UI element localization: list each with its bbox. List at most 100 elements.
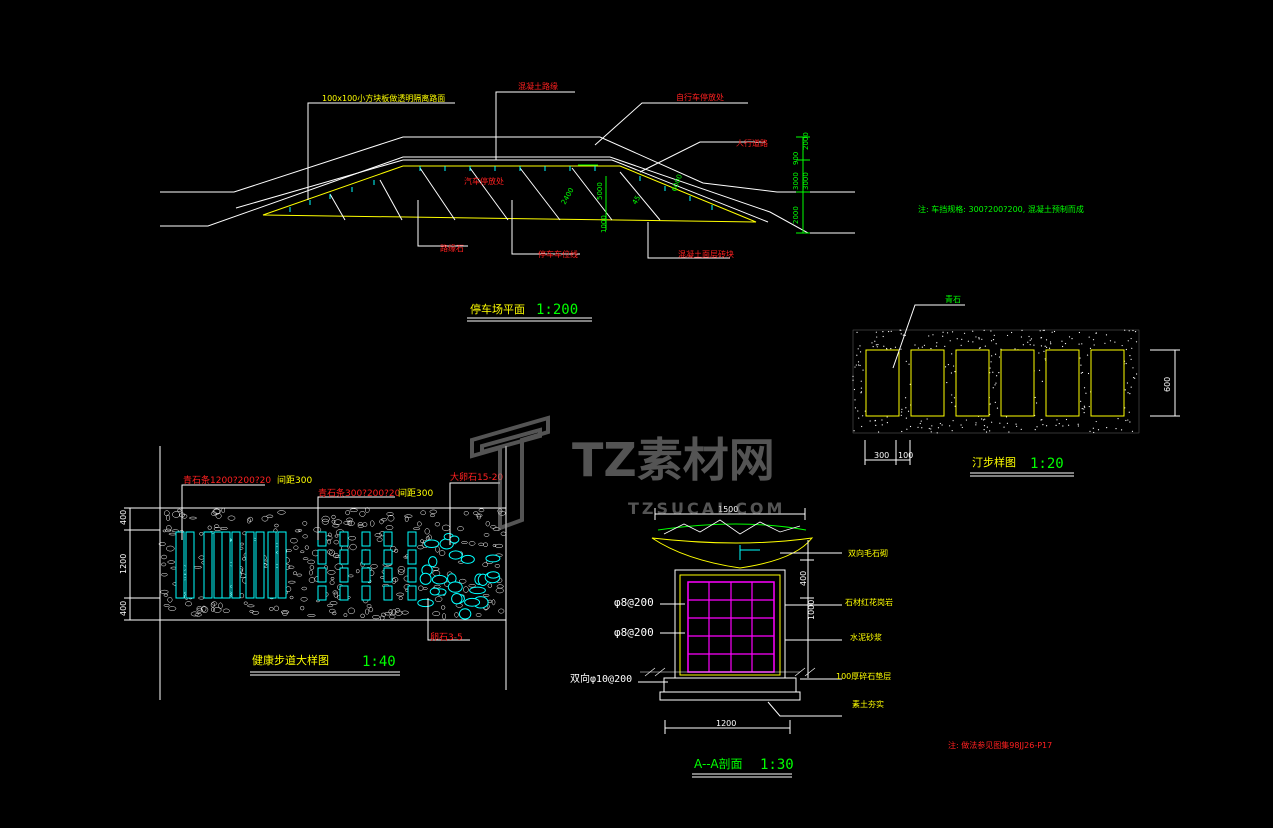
gravel-dot: [904, 397, 907, 399]
gravel-dot: [881, 424, 883, 426]
gravel-dot: [994, 384, 996, 386]
gravel-stone: [394, 608, 401, 613]
gravel-stone: [468, 584, 476, 588]
gravel-dot: [992, 338, 995, 341]
gravel-stone: [370, 564, 378, 569]
gravel-stone: [347, 607, 355, 615]
gravel-dot: [1092, 427, 1094, 429]
short-stone-block: [361, 567, 371, 583]
stones: [865, 349, 1125, 417]
gravel-dot: [881, 419, 883, 421]
watermark-logo-icon: [470, 415, 550, 531]
short-stone-block: [361, 531, 371, 547]
gravel-dot: [999, 422, 1001, 424]
section-aa: 1500 400 1000 1200 φ8@200 φ8@200 双向φ10@2…: [570, 505, 1052, 778]
gravel-dot: [1045, 346, 1048, 348]
gravel-dot: [994, 353, 997, 355]
gravel-stone: [454, 612, 459, 618]
gravel-stone: [293, 545, 299, 550]
pebble: [448, 550, 463, 560]
stone-title-block: 汀步样图 1:20: [970, 455, 1074, 477]
gravel-dot: [991, 421, 993, 423]
stepping-stone: [1045, 349, 1080, 417]
gravel-dot: [857, 361, 860, 363]
stepping-stone: [1000, 349, 1035, 417]
gravel-dot: [985, 431, 988, 433]
gravel-dot: [858, 417, 860, 419]
long-stone-bar: [185, 531, 195, 599]
gravel-stone: [461, 541, 468, 544]
gravel-dot: [872, 346, 874, 348]
gravel-stone: [331, 514, 336, 520]
gravel-dot: [877, 343, 879, 346]
gravel-stone: [161, 562, 167, 567]
gravel-stone: [381, 518, 387, 522]
gravel-dot: [1132, 329, 1134, 332]
walkway-plan: 400 1200 400 青石条1200?200?20 间距300 青石条300…: [119, 446, 507, 700]
gravel-stone: [368, 607, 374, 613]
gravel-stone: [334, 563, 343, 570]
gravel-dot: [1021, 329, 1023, 331]
gravel-dot: [1126, 382, 1129, 384]
gravel-dot: [972, 341, 974, 343]
long-stone-bar: [221, 531, 231, 599]
label-concrete-edge: 混凝土路缘: [518, 81, 558, 91]
gravel-stone: [210, 607, 215, 612]
gravel-dot: [1020, 336, 1023, 338]
stepping-stone: [1090, 349, 1125, 417]
gravel-dot: [862, 369, 864, 371]
gravel-dot: [854, 407, 857, 409]
gravel-stone: [269, 607, 274, 611]
gravel-stone: [417, 545, 424, 550]
pebble: [486, 571, 500, 579]
gravel-dot: [1115, 428, 1117, 430]
gravel-stone: [432, 611, 441, 616]
gravel-stone: [214, 524, 220, 528]
gravel-stone: [246, 517, 251, 524]
gravel-dot: [998, 371, 1000, 374]
section-note: 注: 做法参见图集98JJ26-P17: [948, 740, 1052, 750]
gravel-dot: [871, 342, 873, 344]
stone-leader: [892, 304, 965, 369]
sec-label-4: 100厚碎石垫层: [836, 671, 891, 681]
gravel-dot: [1127, 419, 1129, 421]
gravel-dot: [928, 427, 930, 430]
gravel-dot: [928, 335, 930, 337]
walkway-stone-bars: [175, 531, 417, 601]
gravel-dot: [1083, 412, 1085, 414]
gravel-dot: [972, 330, 974, 332]
long-stone-bar: [175, 531, 185, 599]
gravel-dot: [859, 351, 862, 353]
gravel-stone: [166, 545, 175, 552]
label-spacing-a: 间距300: [277, 474, 312, 486]
gravel-stone: [301, 586, 308, 591]
gravel-dot: [1035, 402, 1038, 404]
gravel-dot: [907, 410, 910, 412]
gravel-stone: [277, 510, 286, 515]
gravel-dot: [994, 401, 996, 403]
gravel-stone: [247, 516, 254, 522]
long-stone-bar: [231, 531, 241, 599]
gravel-stone: [300, 605, 305, 611]
gravel-stone: [332, 524, 340, 528]
gravel-dot: [992, 387, 994, 389]
gravel-stone: [193, 566, 202, 569]
pebble: [449, 535, 460, 544]
gravel-layer: [659, 691, 801, 701]
stone-dim-600: 600: [1163, 377, 1172, 392]
gravel-stone: [349, 508, 358, 513]
gravel-dot: [967, 340, 969, 342]
gravel-dot: [990, 340, 993, 342]
section-title: A--A剖面: [694, 757, 743, 771]
short-stone-block: [383, 567, 393, 583]
gravel-stone: [243, 601, 248, 605]
gravel-dot: [886, 421, 888, 424]
stone-scale: 1:20: [1030, 456, 1064, 472]
gravel-dot: [919, 422, 921, 425]
gravel-stone: [429, 509, 437, 514]
gravel-dot: [984, 418, 986, 420]
gravel-stone: [251, 610, 260, 615]
gravel-dot: [1129, 421, 1131, 423]
stepping-stone: [955, 349, 990, 417]
